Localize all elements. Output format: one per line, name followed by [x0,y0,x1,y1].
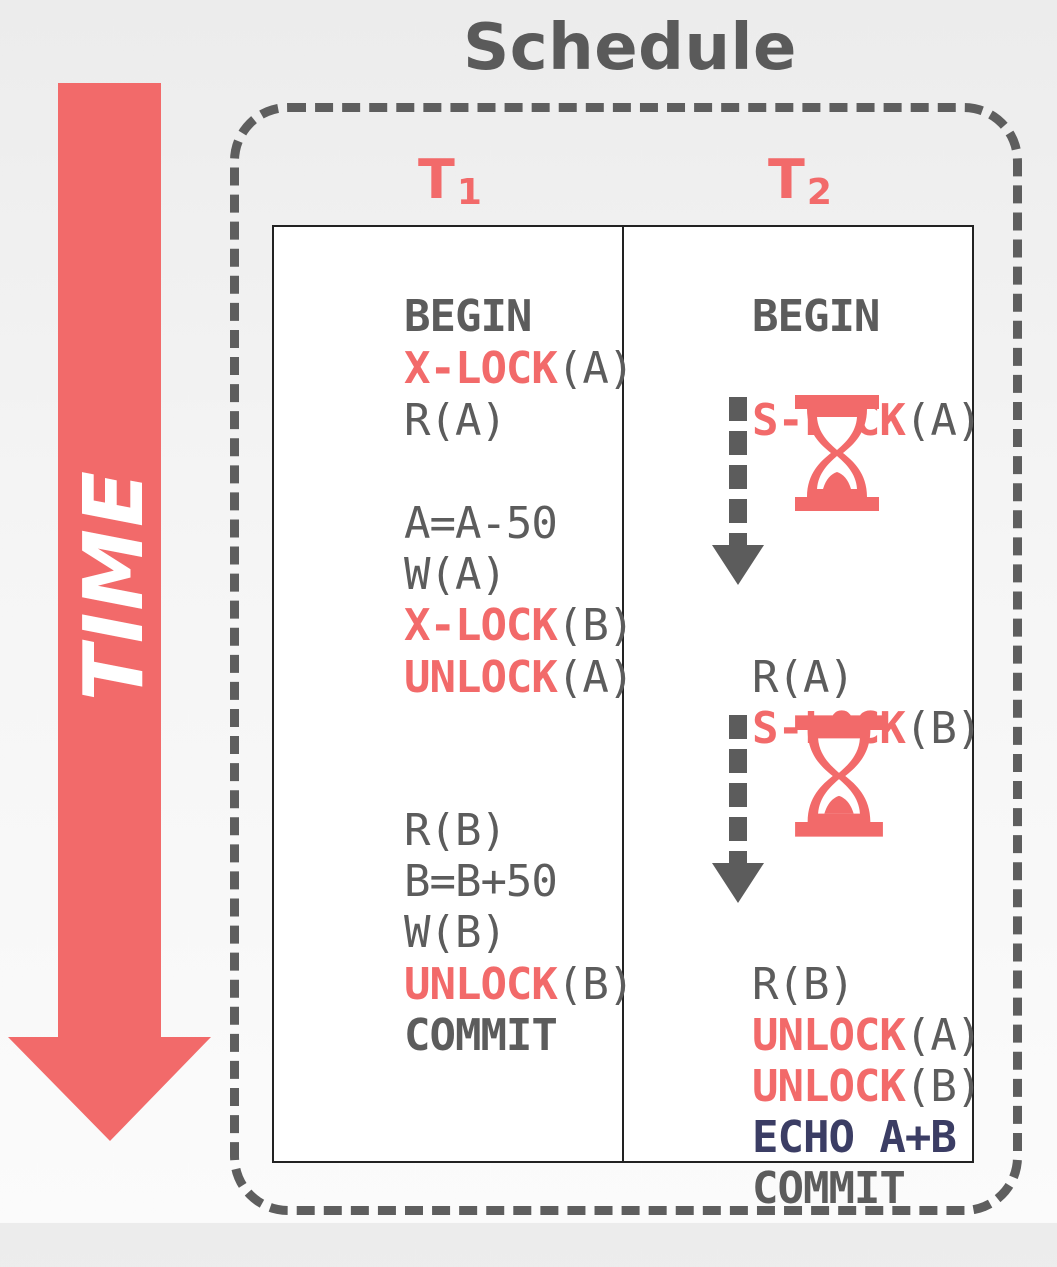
t1-begin: BEGIN [302,239,532,395]
t2-read-b: R(B) [650,907,855,1063]
t1-unlock-a-arg: (A) [556,652,634,703]
t2-begin-kw: BEGIN [751,291,880,342]
time-label: TIME [67,469,162,701]
t1-read-b-text: R(B) [403,805,507,856]
t1-assign-b-text: B=B+50 [403,856,558,907]
t2-commit-kw: COMMIT [751,1163,906,1214]
t1-commit: COMMIT [302,958,558,1114]
t2-unlock-b: UNLOCK(B) [650,1009,982,1165]
txn-header-t1-name: T [418,148,455,211]
t1-commit-kw: COMMIT [403,1010,558,1061]
t2-unlock-a-kw: UNLOCK [751,1010,906,1061]
t1-unlock-b: UNLOCK(B) [302,907,634,1063]
t2-slock-b-arg: (B) [904,703,982,754]
schedule-box [230,103,1022,1215]
t2-echo-kw: ECHO A+B [751,1112,957,1163]
t1-xlock-b-arg: (B) [556,600,634,651]
txn-header-t1: T1 [418,148,482,219]
hourglass-2-icon [795,715,883,837]
wait-arrow-2-icon [712,715,764,903]
t1-unlock-b-kw: UNLOCK [403,959,558,1010]
t1-xlock-b: X-LOCK(B) [302,548,634,704]
schedule-title: Schedule [463,11,797,85]
t2-read-a: R(A) [650,600,855,756]
t2-read-a-text: R(A) [751,652,855,703]
t1-write-a: W(A) [302,497,507,653]
t1-assign-a: A=A-50 [302,446,558,602]
t1-read-a-text: R(A) [403,395,507,446]
wait-arrow-1-icon [712,397,764,585]
t1-xlock-a: X-LOCK(A) [302,291,634,447]
t2-echo: ECHO A+B [650,1060,957,1216]
txn-header-t1-sub: 1 [456,172,482,213]
t1-unlock-a-kw: UNLOCK [403,652,558,703]
hourglass-1-icon [795,395,879,511]
t2-slock-a-arg: (A) [904,395,982,446]
t1-xlock-b-kw: X-LOCK [403,600,558,651]
time-arrow-shape [8,83,211,1141]
t2-commit: COMMIT [650,1111,906,1267]
t2-unlock-a-arg: (A) [904,1010,982,1061]
t2-unlock-b-arg: (B) [904,1061,982,1112]
t1-write-a-text: W(A) [403,549,507,600]
t1-begin-kw: BEGIN [403,291,532,342]
t1-unlock-a: UNLOCK(A) [302,600,634,756]
schedule-table: BEGIN X-LOCK(A) R(A) A=A-50 W(A) X-LOCK(… [272,225,982,1214]
t2-read-b-text: R(B) [751,959,855,1010]
t2-begin: BEGIN [650,239,880,395]
txn-header-t2-name: T [768,148,805,211]
t2-unlock-b-kw: UNLOCK [751,1061,906,1112]
txn-header-t2: T2 [768,148,832,219]
t1-xlock-a-kw: X-LOCK [403,343,558,394]
t2-unlock-a: UNLOCK(A) [650,958,982,1114]
t1-write-b-text: W(B) [403,907,507,958]
t1-write-b: W(B) [302,855,507,1011]
t1-read-b: R(B) [302,753,507,909]
time-arrow: TIME [8,83,211,1141]
t1-xlock-a-arg: (A) [556,343,634,394]
txn-header-t2-sub: 2 [806,172,832,213]
t1-unlock-b-arg: (B) [556,959,634,1010]
t1-read-a: R(A) [302,343,507,499]
t1-assign-a-text: A=A-50 [403,498,558,549]
t1-assign-b: B=B+50 [302,804,558,960]
column-divider [622,227,624,1161]
